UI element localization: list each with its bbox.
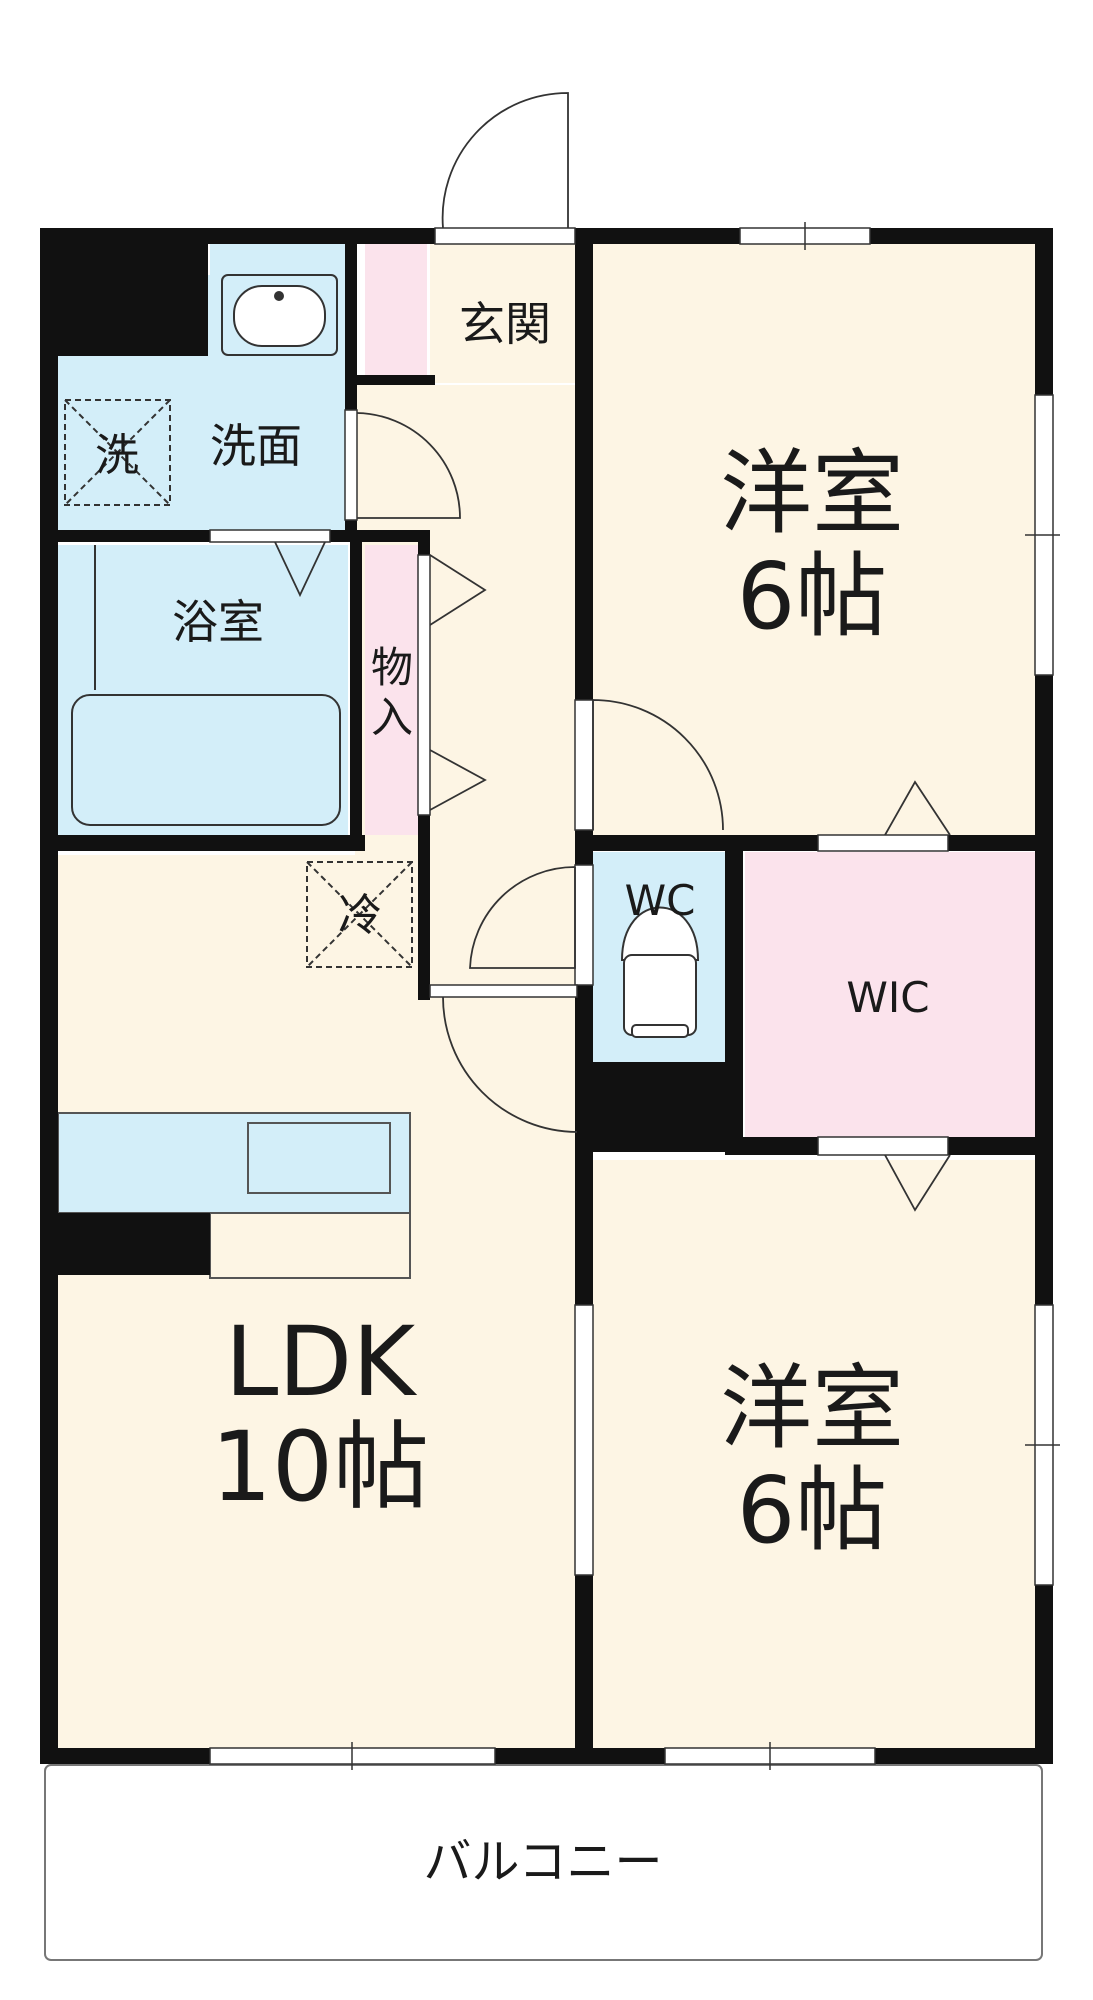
fixtures <box>64 274 700 1038</box>
bathroom-label: 浴室 <box>172 595 264 649</box>
door-gap-top-room <box>574 699 594 831</box>
washroom-door-swing <box>356 412 461 519</box>
storage-floor <box>365 545 420 835</box>
entrance-label: 玄関 <box>459 297 551 351</box>
balcony-label: バルコニー <box>423 1834 662 1890</box>
western-bottom-floor <box>592 1160 1035 1750</box>
ldk-name: LDK <box>225 1306 417 1418</box>
door-gap-bath <box>209 529 331 543</box>
shoe-closet-floor <box>365 243 427 380</box>
western-top-name: 洋室 <box>720 440 904 547</box>
wic-door-arrow <box>884 1154 951 1212</box>
ldk-floor <box>55 855 577 1750</box>
sliding-door-ldk-room <box>574 1304 594 1576</box>
windows <box>209 222 1060 1770</box>
wc-door-swing <box>469 866 576 969</box>
top-room-closet-arrow <box>884 780 951 836</box>
door-gap-storage <box>417 554 431 816</box>
kitchen-sink <box>247 1122 391 1194</box>
entrance-floor <box>430 243 580 383</box>
wall-left <box>40 228 58 1763</box>
wall-room-wc <box>575 835 1053 851</box>
storage-arrow-bottom <box>429 749 487 811</box>
pillar-kitchen <box>40 1213 210 1275</box>
wall-bath-right <box>350 540 362 840</box>
kitchen-counter <box>57 1112 411 1214</box>
fridge-space <box>306 861 413 968</box>
storage-arrow-top <box>429 554 487 626</box>
door-gap-wc <box>574 864 594 986</box>
entrance-door-swing <box>441 92 569 229</box>
balcony-area <box>44 1764 1043 1961</box>
door-gap-washroom <box>344 409 358 521</box>
storage-label-2: 入 <box>371 693 413 742</box>
western-bottom-name: 洋室 <box>720 1355 904 1462</box>
western-top-size: 6帖 <box>737 543 888 650</box>
wic-label: WIC <box>846 973 929 1022</box>
ldk-door-swing <box>442 996 578 1133</box>
door-opening-entrance <box>434 227 576 245</box>
wall-bottom <box>40 1748 1053 1764</box>
wall-storage-top <box>350 530 430 542</box>
western-top-floor <box>592 243 1035 835</box>
door-swings <box>274 92 951 1212</box>
western-bottom-size: 6帖 <box>737 1457 888 1564</box>
washer-space <box>64 399 171 506</box>
fridge-label: 冷 <box>338 890 382 941</box>
door-gap-hall-ldk <box>429 984 578 998</box>
wic-floor <box>745 852 1035 1137</box>
door-gap-room-bottom <box>817 1136 949 1156</box>
labels: 玄関 洗面 洗 浴室 物 入 冷 洋室 6帖 WC WIC LDK 10帖 洋室… <box>95 297 930 1890</box>
bath-door-arrow <box>274 541 326 598</box>
pillar-top-left <box>40 228 208 356</box>
ldk-size: 10帖 <box>211 1411 429 1523</box>
wc-label: WC <box>625 876 696 925</box>
toilet <box>620 906 700 1038</box>
wall-bath-ldk <box>58 835 365 851</box>
door-gap-wic <box>817 834 949 852</box>
wall-shoe-bottom <box>357 375 435 385</box>
washer-label: 洗 <box>95 430 139 481</box>
bathtub <box>71 694 341 826</box>
washroom-label: 洗面 <box>210 419 302 473</box>
wall-wc-bottom <box>575 1062 743 1152</box>
storage-label-1: 物 <box>371 643 413 692</box>
top-room-door-swing <box>592 699 724 831</box>
